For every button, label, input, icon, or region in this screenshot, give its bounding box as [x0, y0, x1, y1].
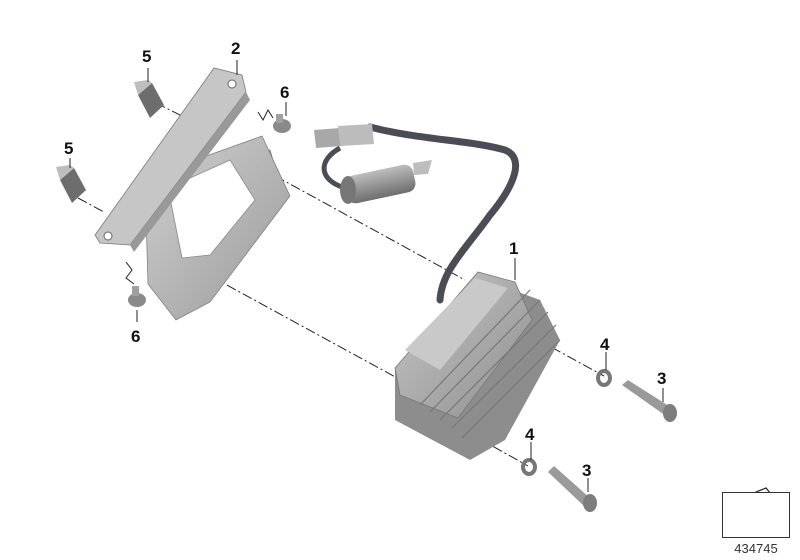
diagram-reference-number: 434745	[734, 541, 778, 556]
orientation-reference-box	[722, 492, 790, 538]
screw-parts	[548, 380, 677, 512]
voltage-regulator-part	[394, 271, 561, 460]
leader-lines	[69, 60, 664, 492]
callout-5-top: 5	[142, 47, 152, 66]
mounting-bracket-part	[94, 67, 291, 321]
callout-1: 1	[509, 239, 519, 258]
callout-5-left: 5	[64, 139, 74, 158]
callout-3-upper: 3	[657, 369, 667, 388]
callout-2: 2	[231, 39, 241, 58]
callout-3-lower: 3	[582, 461, 592, 480]
regulator-cable	[314, 123, 520, 304]
callout-4-upper: 4	[600, 335, 610, 354]
speed-nut-parts	[56, 80, 164, 203]
callout-6-bottom: 6	[131, 327, 141, 346]
callout-6-top: 6	[280, 83, 290, 102]
callout-4-lower: 4	[525, 425, 535, 444]
grommet-parts	[125, 108, 291, 307]
washer-parts	[521, 369, 612, 476]
